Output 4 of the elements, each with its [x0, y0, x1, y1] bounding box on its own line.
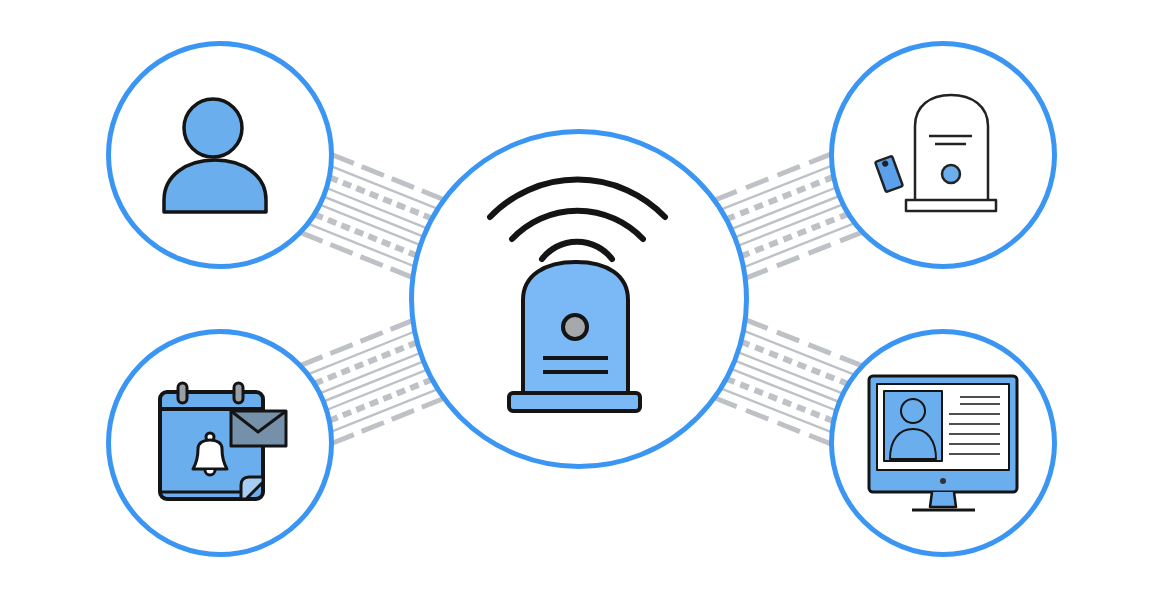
- dashed-line-bundle: [713, 317, 864, 447]
- dashed-line-bundle: [299, 152, 446, 280]
- dashed-line-bundle: [299, 318, 446, 446]
- dashed-line-bundle: [713, 151, 864, 281]
